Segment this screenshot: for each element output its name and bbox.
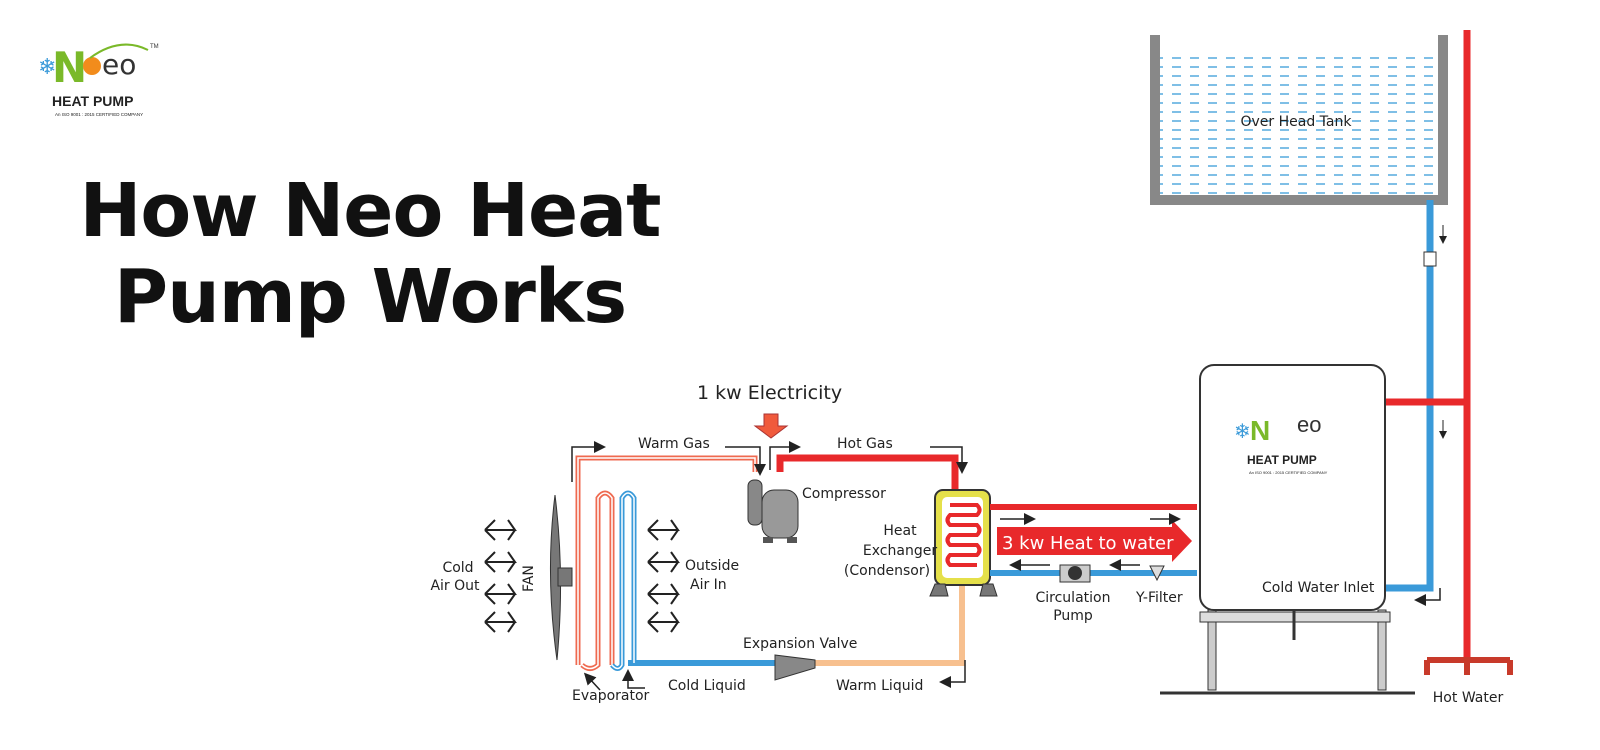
compressor <box>747 479 799 543</box>
logo-product: HEAT PUMP <box>52 93 133 109</box>
outside-air-label-2: Air In <box>690 577 727 593</box>
outside-air-label-1: Outside <box>685 558 739 574</box>
hot-gas-label: Hot Gas <box>837 436 893 452</box>
expansion-valve-label: Expansion Valve <box>743 636 857 652</box>
logo-tm: TM <box>150 44 159 50</box>
title-line-1: How Neo Heat <box>79 168 661 254</box>
cold-air-label-2: Air Out <box>430 578 480 594</box>
logo-letter: N <box>52 43 87 92</box>
fan-label: FAN <box>521 565 537 592</box>
cold-air-label-1: Cold <box>442 560 473 576</box>
heat-exchanger <box>929 489 998 597</box>
hot-water-label: Hot Water <box>1433 690 1504 706</box>
hot-gas-pipe <box>776 454 959 492</box>
heater-logo-product: HEAT PUMP <box>1247 453 1317 467</box>
circulation-pump-label-2: Pump <box>1053 608 1093 624</box>
electricity-label: 1 kw Electricity <box>697 382 842 404</box>
flow-direction-arrows <box>571 441 1441 691</box>
circulation-pump-label-1: Circulation <box>1036 590 1111 606</box>
warm-gas-label: Warm Gas <box>638 436 710 452</box>
heat-to-water-label: 3 kw Heat to water <box>1002 533 1174 554</box>
cold-liquid-label: Cold Liquid <box>668 678 746 694</box>
fan <box>549 494 573 661</box>
hot-water-outlets <box>1424 657 1513 675</box>
heat-to-water-arrow <box>997 520 1192 562</box>
heater-logo-letter: N <box>1250 415 1270 446</box>
electricity-arrow-icon <box>753 413 789 439</box>
evaporator-label: Evaporator <box>572 688 650 704</box>
y-filter <box>1149 565 1165 582</box>
hot-water-pipe <box>1385 30 1471 660</box>
heat-exchanger-label-3: (Condensor) <box>844 563 930 579</box>
over-head-tank: Over Head Tank <box>1150 35 1448 205</box>
cold-water-pipe <box>1385 200 1434 592</box>
svg-text:❄: ❄ <box>1234 421 1251 443</box>
title-line-2: Pump Works <box>113 254 627 340</box>
circulation-pump <box>1059 564 1091 583</box>
y-filter-label: Y-Filter <box>1135 590 1183 606</box>
logo-tagline: An ISO 9001 : 2015 CERTIFIED COMPANY <box>55 112 143 117</box>
warm-liquid-label: Warm Liquid <box>836 678 923 694</box>
heat-exchanger-label-2: Exchanger <box>863 543 937 559</box>
heater-logo-text: eo <box>1297 412 1321 437</box>
cold-water-inlet-label: Cold Water Inlet <box>1262 580 1375 596</box>
evaporator <box>580 490 637 671</box>
water-heater-tank: ❄ N eo HEAT PUMP An ISO 9001 : 2015 CERT… <box>1160 364 1415 695</box>
expansion-valve <box>774 654 816 681</box>
air-flow-arrows <box>484 519 680 633</box>
over-head-tank-label: Over Head Tank <box>1241 114 1353 130</box>
sun-icon <box>83 57 101 75</box>
heat-exchanger-label-1: Heat <box>883 523 917 539</box>
page-title: How Neo Heat Pump Works <box>60 168 680 340</box>
logo: ❄ N eo TM HEAT PUMP An ISO 9001 : 2015 C… <box>38 43 159 117</box>
logo-text: eo <box>102 48 136 81</box>
snowflake-icon: ❄ <box>38 54 56 79</box>
warm-liquid-pipe <box>815 585 965 666</box>
compressor-label: Compressor <box>802 486 886 502</box>
heater-logo-tagline: An ISO 9001 : 2015 CERTIFIED COMPANY <box>1249 470 1328 475</box>
